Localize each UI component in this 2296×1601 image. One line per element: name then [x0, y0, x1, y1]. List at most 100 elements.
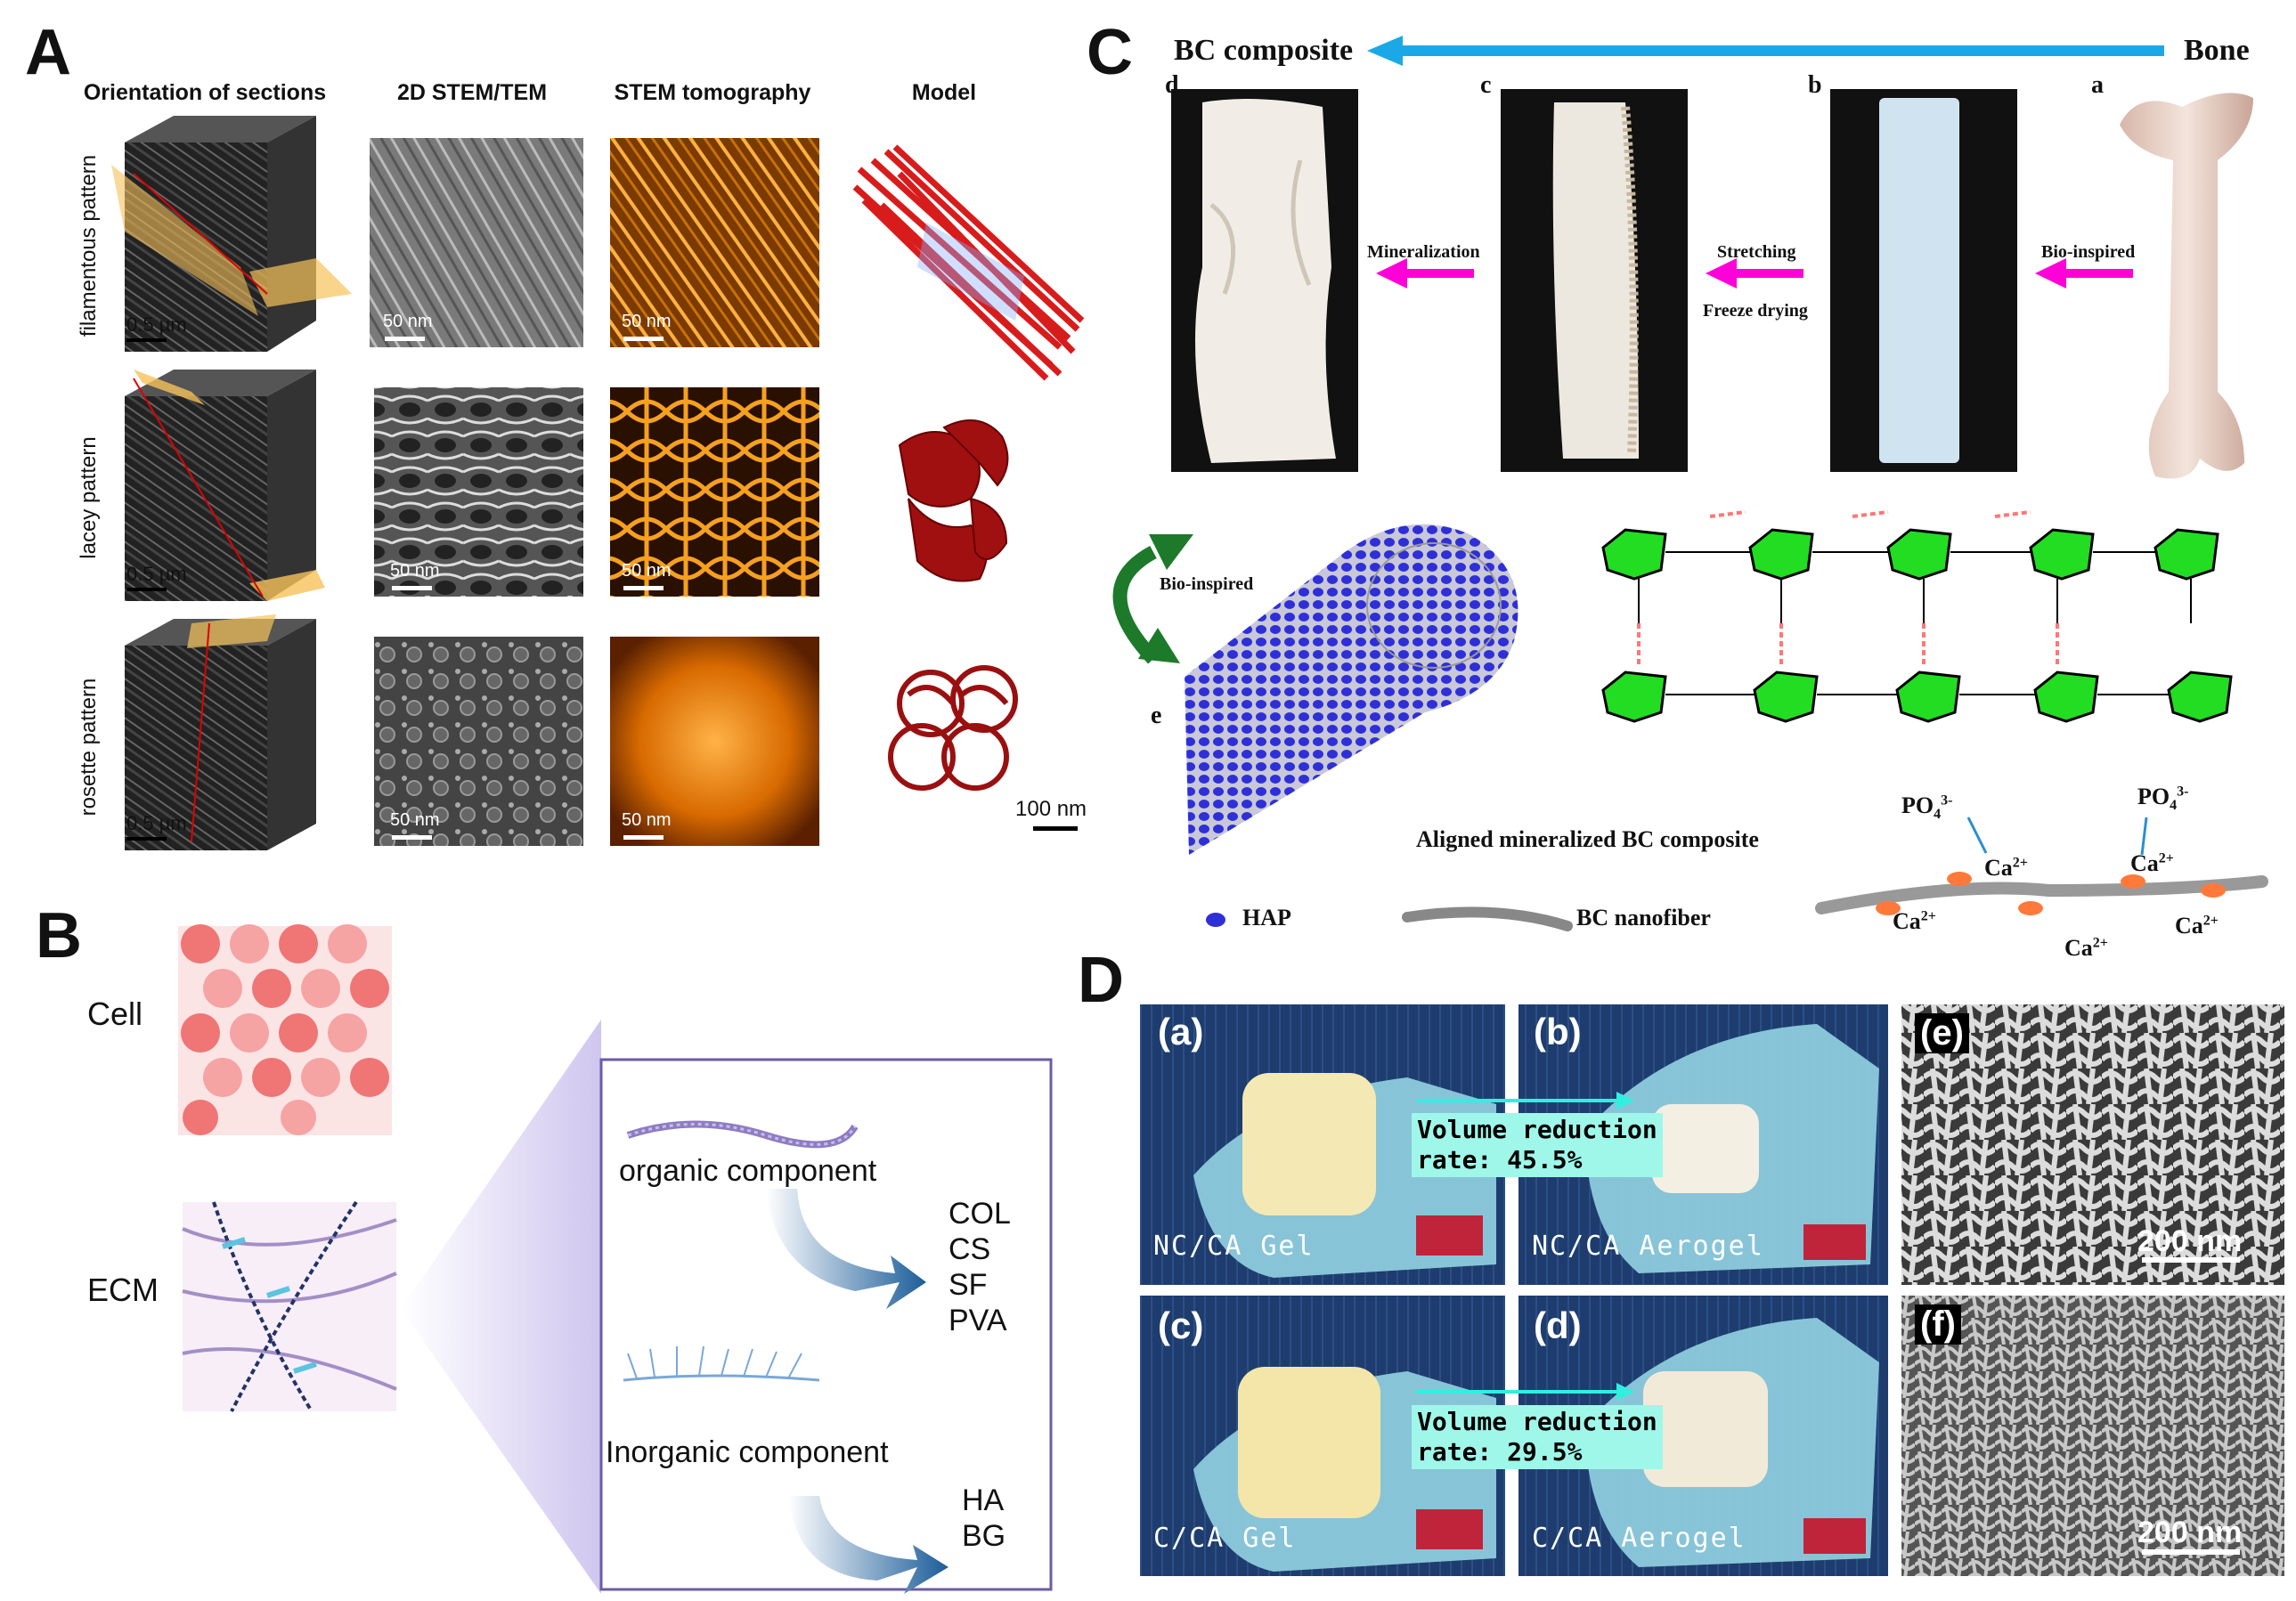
tomo-image-row2 — [610, 387, 819, 597]
panel-c-graphics — [1112, 36, 2268, 931]
d-label-c: (c) — [1158, 1304, 1204, 1346]
inorganic-item-bg: BG — [962, 1519, 1006, 1553]
cube-row2 — [125, 370, 325, 601]
glucose-chain-bottom — [1601, 670, 2233, 723]
cube-row1 — [111, 116, 352, 352]
step-freeze-drying: Freeze drying — [1703, 301, 1808, 321]
legend-hap: HAP — [1242, 905, 1291, 931]
organic-items: COL CS SF PVA — [949, 1196, 1011, 1338]
ion-markers — [1876, 872, 2226, 915]
model-rosette — [888, 665, 1018, 791]
h-bonds — [1637, 510, 2059, 668]
panel-letter-d: D — [1078, 945, 1124, 1016]
sem-scale-e: 200 nm — [2137, 1224, 2243, 1258]
panel-b-graphics — [178, 924, 1053, 1594]
tomo-scale-row1: 50 nm — [622, 312, 672, 331]
ecm-tissue — [183, 1202, 396, 1411]
model-filamentous — [852, 144, 1085, 381]
inorganic-label: Inorganic component — [606, 1435, 889, 1469]
organic-label: organic component — [619, 1154, 877, 1188]
curve-bio-inspired: Bio-inspired — [1160, 574, 1254, 594]
step-stretching: Stretching — [1717, 242, 1796, 262]
ion-ca-1: Ca2+ — [1984, 855, 2028, 881]
step-bio-inspired: Bio-inspired — [2041, 242, 2136, 262]
tomo-image-row1 — [610, 138, 819, 347]
gel-c — [1238, 1367, 1380, 1518]
glucose-chain-top — [1601, 528, 2219, 581]
organic-item-cs: CS — [949, 1232, 991, 1266]
arrow-organic — [766, 1189, 926, 1309]
tomo-scale-row3: 50 nm — [622, 810, 672, 830]
col-header-tomography: STEM tomography — [614, 80, 811, 105]
d-label-a: (a) — [1158, 1011, 1204, 1052]
sublabel-a: a — [2091, 71, 2104, 99]
inorganic-items: HA BG — [962, 1483, 1006, 1554]
col-header-2d-stem: 2D STEM/TEM — [396, 80, 548, 105]
organic-item-col: COL — [949, 1197, 1011, 1231]
col-header-model: Model — [911, 80, 977, 105]
sublabel-e: e — [1151, 702, 1162, 729]
green-curved-arrow — [1112, 545, 1159, 664]
col-header-orientation: Orientation of sections — [83, 80, 327, 105]
chain-links — [1638, 551, 2192, 695]
tomo-image-row3 — [610, 637, 819, 846]
tem-image-row2 — [374, 387, 583, 597]
cell-label: Cell — [87, 996, 143, 1032]
caption-c-aerogel: C/CA Aerogel — [1532, 1523, 1746, 1554]
organic-item-sf: SF — [949, 1268, 988, 1302]
d-label-f: (f) — [1915, 1304, 1961, 1345]
d-label-d: (d) — [1534, 1304, 1582, 1346]
ecm-fibers — [182, 1200, 397, 1413]
panel-d-graphics — [1140, 1004, 2284, 1576]
cube-scale-row3: 0.5 µm — [126, 812, 187, 841]
legend-nanofiber: BC nanofiber — [1576, 905, 1711, 931]
component-box — [599, 1058, 1053, 1591]
ion-ca-4: Ca2+ — [2064, 935, 2108, 961]
zoom-funnel — [401, 1020, 601, 1594]
caption-nc-gel: NC/CA Gel — [1153, 1231, 1315, 1262]
sublabel-c: c — [1480, 71, 1492, 99]
row-label-rosette: rosette pattern — [77, 678, 101, 817]
ion-ca-5: Ca2+ — [2175, 913, 2219, 939]
model-lacey — [898, 419, 1009, 582]
bc-composite-title: BC composite — [1174, 34, 1354, 67]
organic-item-pva: PVA — [949, 1304, 1007, 1337]
aerogel-c — [1643, 1371, 1768, 1487]
ion-po4-1: PO43- — [1901, 792, 1953, 823]
ion-ca-3: Ca2+ — [1893, 908, 1936, 934]
model-scale: 100 nm — [1015, 797, 1087, 821]
sublabel-d: d — [1165, 71, 1179, 99]
caption-nc-aerogel: NC/CA Aerogel — [1532, 1231, 1764, 1262]
d-label-e: (e) — [1915, 1013, 1969, 1053]
legend-nanofiber-symbol — [1402, 906, 1573, 931]
sem-scale-f: 200 nm — [2137, 1516, 2243, 1549]
sem-f — [1901, 1296, 2284, 1576]
tem-scale-row1: 50 nm — [383, 312, 433, 331]
tem-image-row1 — [370, 138, 583, 347]
tem-scale-row2: 50 nm — [390, 561, 440, 581]
inorganic-item-ha: HA — [962, 1483, 1005, 1517]
ion-ca-2: Ca2+ — [2130, 850, 2174, 876]
legend-hap-symbol — [1206, 913, 1225, 927]
gel-nc — [1242, 1073, 1376, 1215]
cube-row3 — [125, 614, 316, 850]
cube-scale-row1: 0.5 µm — [126, 313, 187, 342]
row-label-filamentous: filamentous pattern — [77, 154, 101, 337]
tem-image-row3 — [374, 637, 583, 846]
ion-po4-2: PO43- — [2137, 784, 2189, 814]
tem-scale-row3: 50 nm — [390, 810, 440, 830]
sublabel-b: b — [1808, 71, 1822, 99]
bone-image — [2120, 93, 2253, 479]
tomo-scale-row2: 50 nm — [622, 561, 672, 581]
panel-letter-c: C — [1087, 17, 1133, 88]
cube-scale-row2: 0.5 µm — [126, 563, 187, 591]
panel-letter-b: B — [36, 900, 82, 971]
magenta-arrows — [1376, 258, 2133, 289]
caption-c-gel: C/CA Gel — [1153, 1523, 1297, 1554]
step-mineralization: Mineralization — [1367, 242, 1480, 262]
bone-title: Bone — [2184, 34, 2250, 67]
ecm-label: ECM — [87, 1272, 159, 1308]
arrow-inorganic — [788, 1496, 949, 1594]
